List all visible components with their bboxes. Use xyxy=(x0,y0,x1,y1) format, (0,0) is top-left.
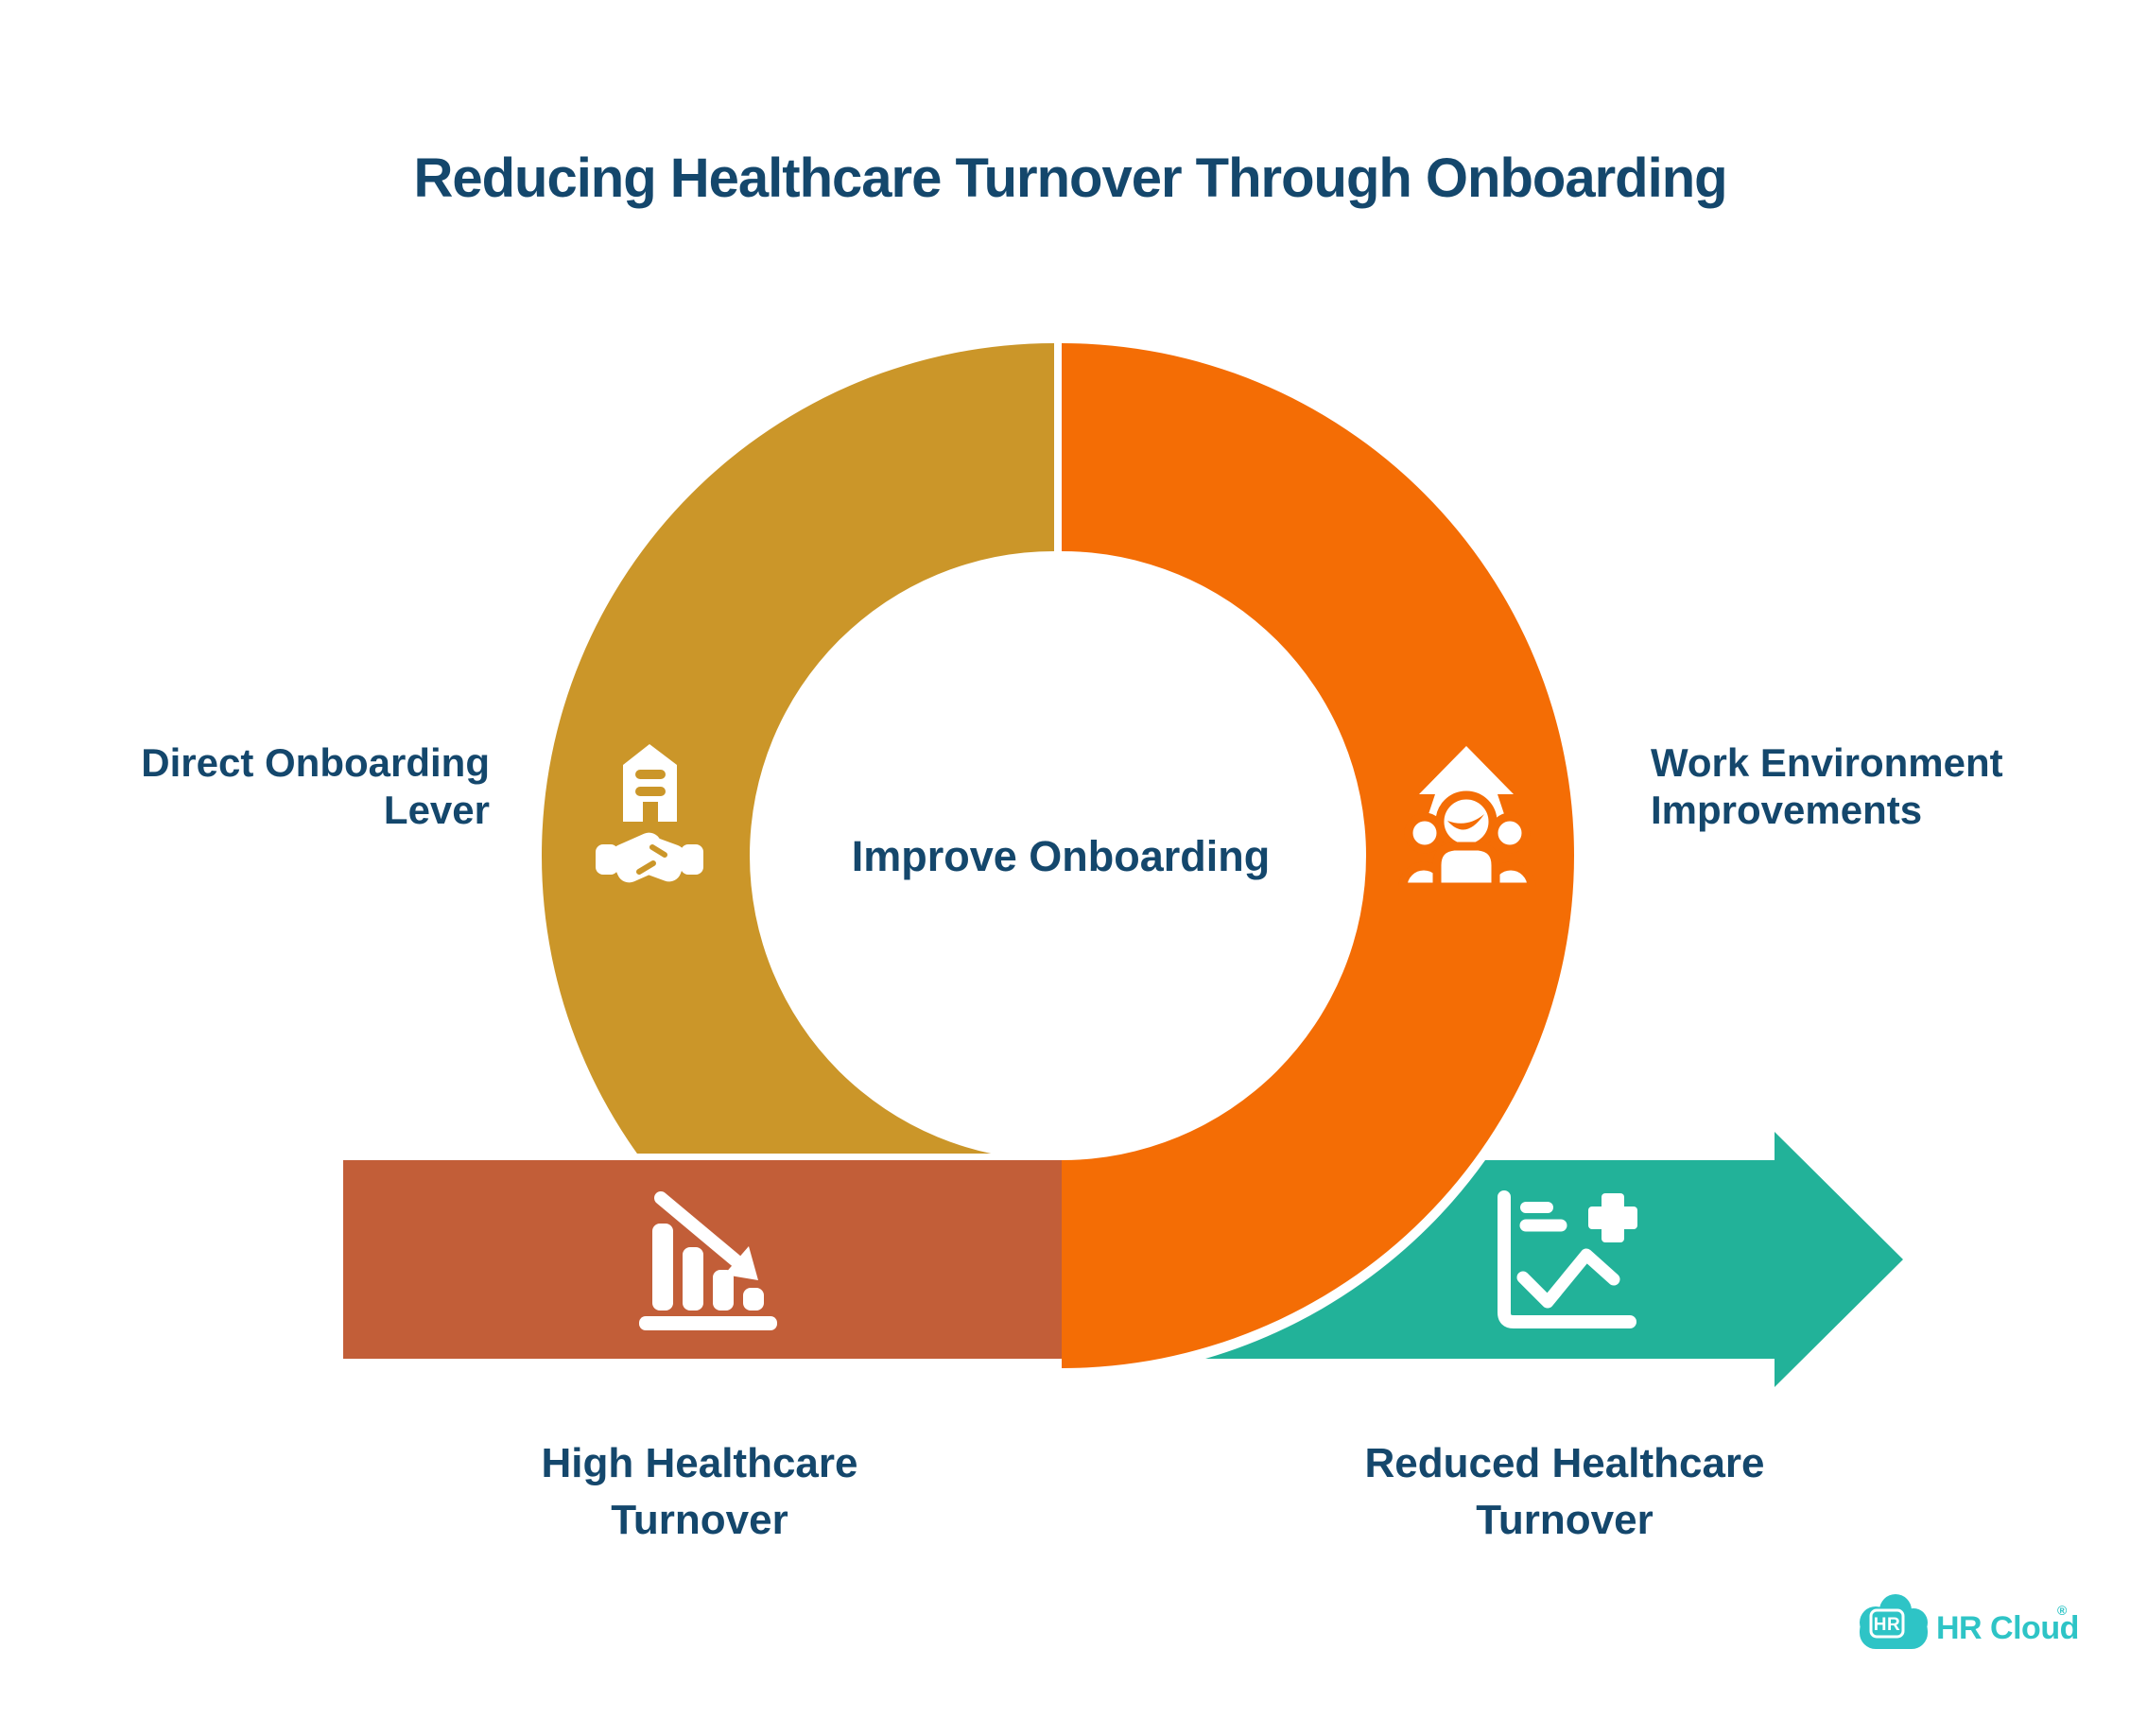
label-reduced-healthcare-turnover: Reduced Healthcare Turnover xyxy=(1364,1440,1764,1543)
label-line: Turnover xyxy=(611,1497,788,1543)
label-line: Direct Onboarding xyxy=(141,740,490,785)
hr-cloud-logo: HR HR Cloud ® xyxy=(1860,1594,2079,1649)
label-line: Reduced Healthcare xyxy=(1364,1440,1764,1486)
label-line: Lever xyxy=(384,788,490,832)
label-work-environment-improvements: Work Environment Improvements xyxy=(1651,740,2003,832)
reduced-turnover-arrow xyxy=(1205,1132,1903,1387)
health-metrics-chart-icon xyxy=(1498,1190,1637,1328)
label-line: Improvements xyxy=(1651,788,1922,832)
ring-segment-gold xyxy=(542,343,1054,1154)
label-direct-onboarding-lever: Direct Onboarding Lever xyxy=(141,740,490,832)
registered-mark: ® xyxy=(2057,1603,2068,1618)
declining-bar-chart-icon xyxy=(639,1191,777,1330)
cloud-icon: HR xyxy=(1860,1594,1928,1649)
label-line: High Healthcare xyxy=(542,1440,858,1486)
company-handshake-icon xyxy=(596,744,703,883)
label-line: Work Environment xyxy=(1651,740,2003,785)
team-growth-arrow-icon xyxy=(1398,746,1536,892)
label-line: Turnover xyxy=(1476,1497,1653,1543)
logo-badge-text: HR xyxy=(1874,1615,1900,1635)
logo-name-text: HR Cloud xyxy=(1936,1610,2079,1646)
ring-center-label: Improve Onboarding xyxy=(852,832,1271,880)
label-high-healthcare-turnover: High Healthcare Turnover xyxy=(542,1440,858,1543)
page-title: Reducing Healthcare Turnover Through Onb… xyxy=(413,148,1726,209)
ring-segment-orange xyxy=(1062,343,1574,1368)
